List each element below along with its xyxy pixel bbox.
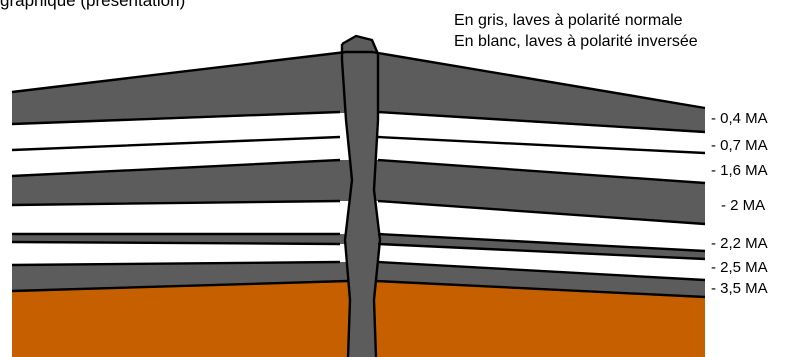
age-label-2-2-ma: - 2,2 MA <box>711 235 768 252</box>
age-label-1-6-ma: - 1,6 MA <box>711 162 768 179</box>
age-label-0-7-ma: - 0,7 MA <box>711 137 768 154</box>
age-label-0-4-ma: - 0,4 MA <box>711 110 768 127</box>
age-label-2-ma: - 2 MA <box>721 197 765 214</box>
age-label-3-5-ma: - 3,5 MA <box>711 280 768 297</box>
age-label-2-5-ma: - 2,5 MA <box>711 259 768 276</box>
